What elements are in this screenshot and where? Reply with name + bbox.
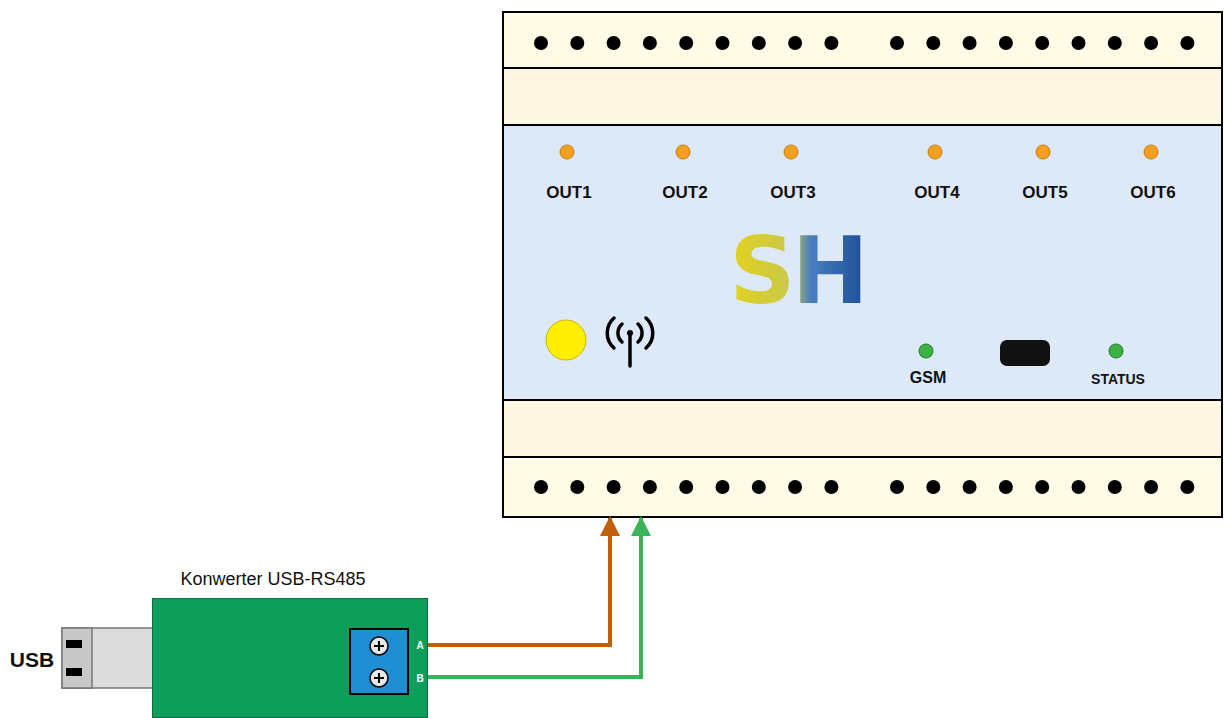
led-label: GSM — [910, 370, 946, 386]
antenna-symbol — [607, 318, 653, 366]
output-leds — [560, 145, 1158, 159]
front-panel — [504, 125, 1221, 400]
usb-label: USB — [10, 649, 54, 670]
yellow-button — [546, 320, 586, 360]
usb-rs485-converter: Konwerter USB-RS485AB — [152, 598, 428, 718]
logo-text: SH — [729, 226, 864, 318]
rs485-wire — [428, 518, 641, 677]
rs485-wire — [428, 518, 610, 645]
led-label: OUT3 — [770, 184, 815, 201]
led-label: OUT6 — [1130, 184, 1175, 201]
terminal-strip — [504, 457, 1221, 516]
usb-contact — [66, 640, 82, 648]
terminal-label: B — [416, 674, 423, 684]
housing-band — [504, 400, 1221, 457]
led-label: OUT2 — [662, 184, 707, 201]
usb-contact — [66, 668, 82, 676]
usb-plug-tip — [62, 628, 92, 688]
terminal-label: A — [416, 641, 423, 651]
led-label: OUT1 — [546, 184, 591, 201]
led-label: OUT5 — [1022, 184, 1067, 201]
led-label: OUT4 — [914, 184, 959, 201]
terminal-block — [153, 599, 429, 718]
converter-title: Konwerter USB-RS485 — [180, 570, 365, 588]
gsm-led — [919, 344, 933, 358]
housing-band — [504, 68, 1221, 125]
device-housing — [503, 12, 1222, 517]
status-led — [1109, 344, 1123, 358]
terminal-strip — [504, 13, 1221, 68]
push-button — [1000, 340, 1050, 366]
housing-lines — [503, 68, 1222, 457]
usb-plug — [62, 628, 154, 688]
terminal-dots — [534, 36, 1194, 494]
led-label: STATUS — [1091, 372, 1145, 386]
